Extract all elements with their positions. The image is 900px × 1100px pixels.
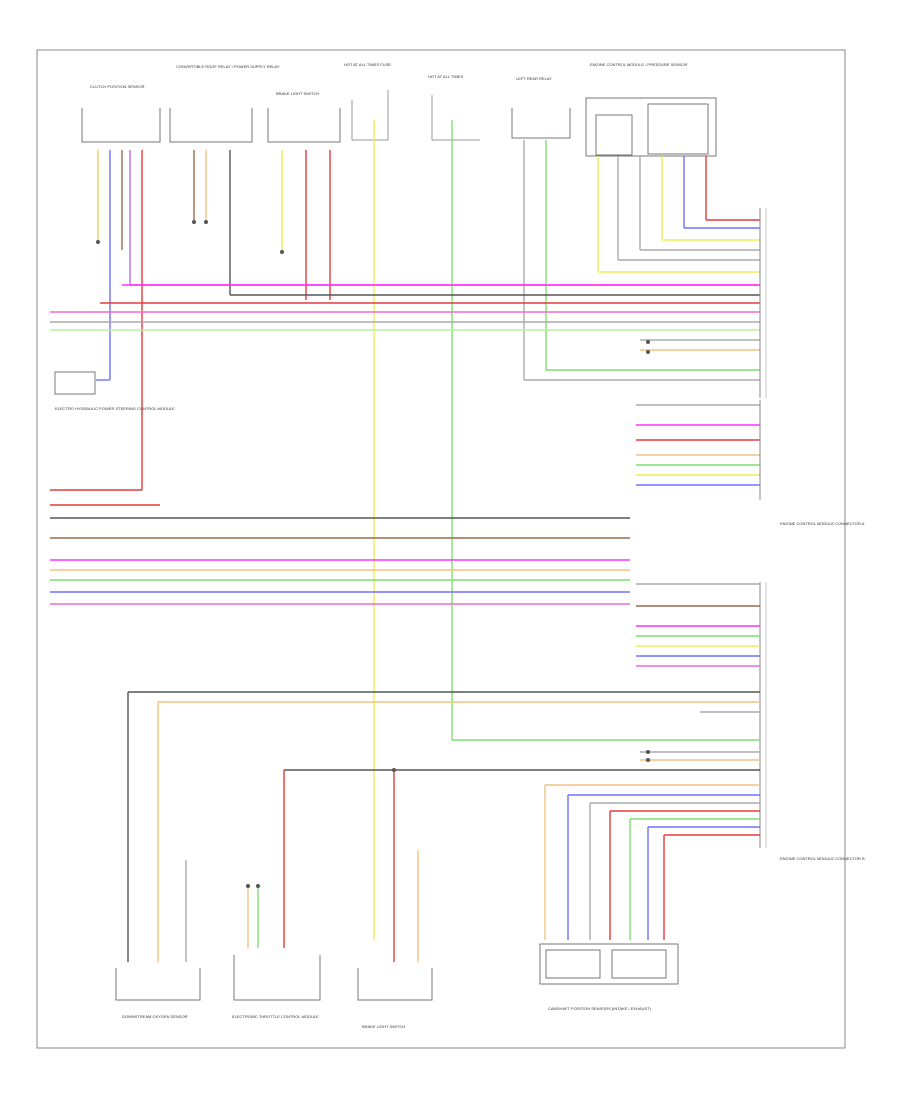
svg-text:ENGINE CONTROL MODULE CONNECTO: ENGINE CONTROL MODULE CONNECTOR A [780, 521, 865, 526]
svg-text:BRAKE LIGHT SWITCH: BRAKE LIGHT SWITCH [362, 1024, 405, 1029]
downstream-sensor: DOWNSTREAM OXYGEN SENSOR [115, 968, 201, 1019]
brake-light-switch-bottom: BRAKE LIGHT SWITCH [357, 968, 433, 1029]
svg-text:ENGINE CONTROL MODULE CONNECTO: ENGINE CONTROL MODULE CONNECTOR B [780, 856, 865, 861]
connector-b-wires [128, 583, 760, 836]
junction-dots [96, 220, 650, 888]
svg-text:HOT AT ALL TIMES: HOT AT ALL TIMES [428, 74, 463, 79]
brake-light-switch-top [267, 108, 341, 143]
top-labels: CLUTCH POSITION SENSOR CONVERTIBLE ROOF … [90, 62, 688, 96]
svg-text:CONVERTIBLE ROOF RELAY / POWER: CONVERTIBLE ROOF RELAY / POWER SUPPLY RE… [176, 64, 280, 69]
svg-text:BRAKE LIGHT SWITCH: BRAKE LIGHT SWITCH [276, 91, 319, 96]
svg-text:LEFT REAR RELAY: LEFT REAR RELAY [516, 76, 552, 81]
convertible-roof-relay [169, 108, 253, 143]
bottom-drops [127, 692, 665, 962]
svg-text:CAMSHAFT POSITION SENSORS (INT: CAMSHAFT POSITION SENSORS (INTAKE / EXHA… [548, 1006, 652, 1011]
electronic-throttle: ELECTRONIC THROTTLE CONTROL MODULE [232, 955, 321, 1019]
svg-text:DOWNSTREAM OXYGEN SENSOR: DOWNSTREAM OXYGEN SENSOR [122, 1014, 188, 1019]
svg-text:CLUTCH POSITION SENSOR: CLUTCH POSITION SENSOR [90, 84, 145, 89]
upper-harness [50, 219, 760, 381]
hot-at-all-times-fuse-1 [351, 90, 389, 141]
camshaft-position-sensors: CAMSHAFT POSITION SENSORS (INTAKE / EXHA… [539, 943, 679, 1011]
electro-hydraulic-module: ELECTRO HYDRAULIC POWER STEERING CONTROL… [54, 371, 175, 411]
connector-a-lower [636, 400, 761, 500]
top-drops [97, 120, 707, 940]
clutch-position-sensor [81, 108, 161, 143]
ecm-connector-a: ENGINE CONTROL MODULE CONNECTOR A [759, 208, 865, 526]
svg-text:ENGINE CONTROL MODULE / PRESSU: ENGINE CONTROL MODULE / PRESSURE SENSOR [590, 62, 688, 67]
hot-at-all-times-fuse-2 [431, 95, 480, 141]
svg-text:ELECTRONIC THROTTLE CONTROL MO: ELECTRONIC THROTTLE CONTROL MODULE [232, 1014, 319, 1019]
long-harness [50, 489, 630, 605]
left-rear-relay [511, 108, 571, 139]
svg-text:ELECTRO HYDRAULIC POWER STEERI: ELECTRO HYDRAULIC POWER STEERING CONTROL… [55, 406, 175, 411]
svg-text:HOT AT ALL TIMES FUSE: HOT AT ALL TIMES FUSE [344, 62, 391, 67]
diagram-frame [36, 49, 846, 1049]
engine-control-module-top [585, 97, 717, 157]
ecm-connector-b: ENGINE CONTROL MODULE CONNECTOR B [759, 582, 865, 861]
